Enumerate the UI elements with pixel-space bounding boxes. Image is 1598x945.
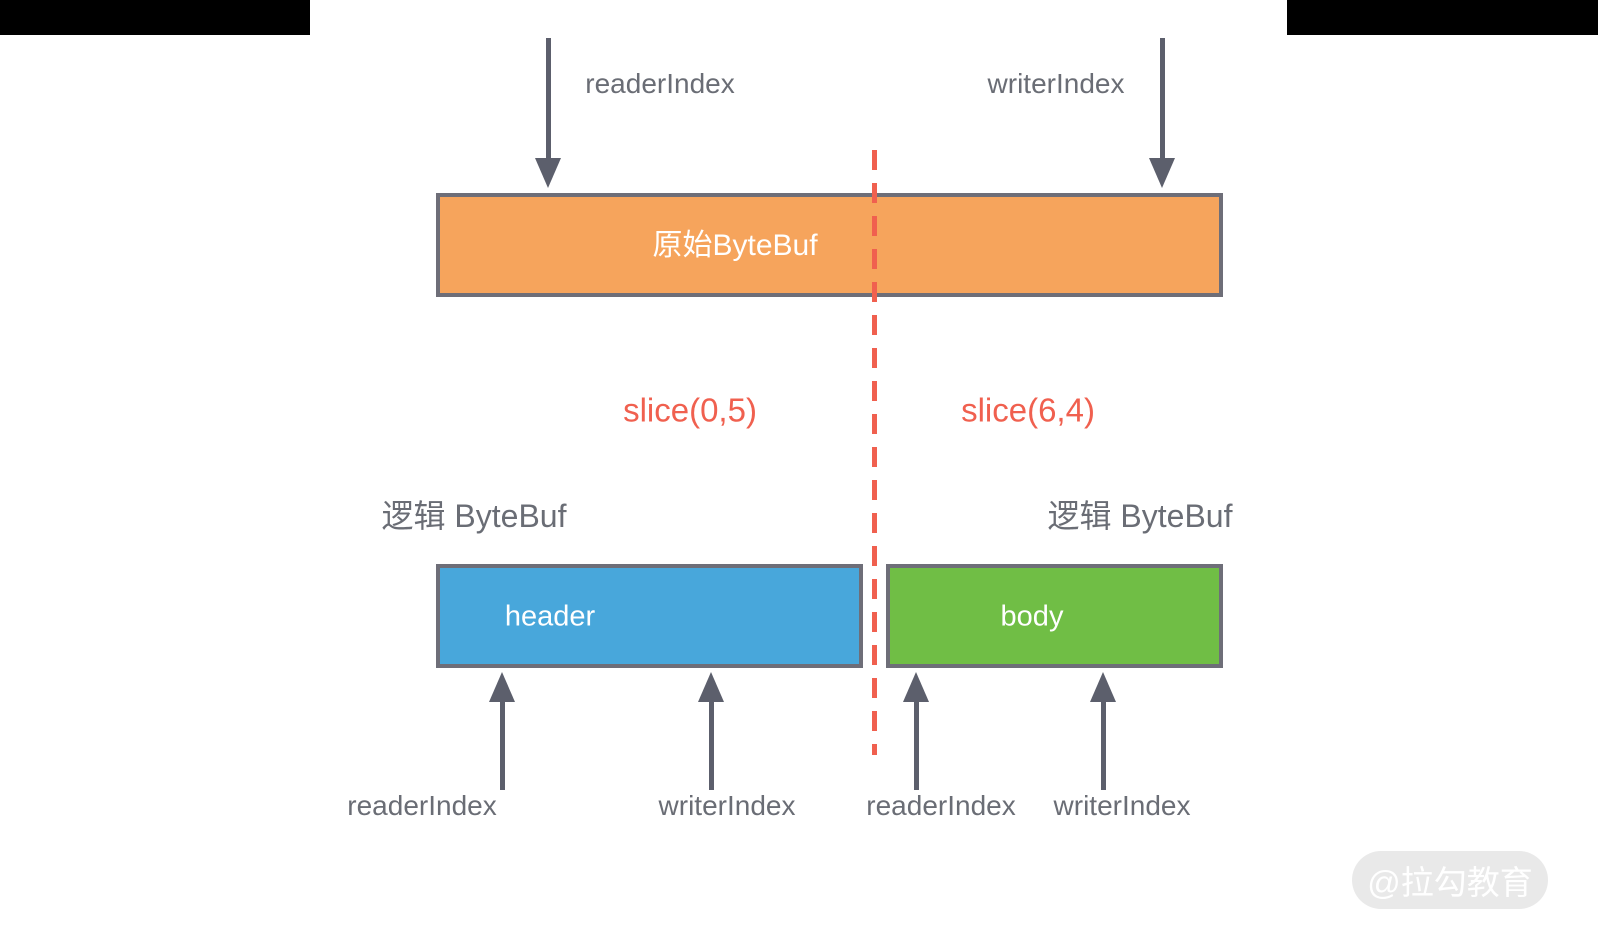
body-writer-index-label: writerIndex: [1053, 790, 1191, 821]
header-slice-label: header: [504, 600, 596, 633]
logical-bytebuf-right-title: 逻辑 ByteBuf: [1047, 498, 1233, 534]
arrow-head-up-icon: [698, 672, 724, 702]
original-bytebuf-label: 原始ByteBuf: [652, 229, 818, 262]
arrow-shaft: [546, 38, 551, 160]
body-slice-box: [886, 564, 1223, 668]
arrow-head-up-icon: [903, 672, 929, 702]
arrow-shaft: [914, 700, 919, 790]
original-writer-index-label: writerIndex: [987, 68, 1125, 99]
arrow-shaft: [1101, 700, 1106, 790]
watermark-badge: @拉勾教育: [1352, 851, 1548, 909]
arrow-shaft: [1160, 38, 1165, 160]
arrow-shaft: [500, 700, 505, 790]
arrow-shaft: [709, 700, 714, 790]
top-left-black-bar: [0, 0, 310, 35]
header-writer-index-label: writerIndex: [658, 790, 796, 821]
logical-bytebuf-left-title: 逻辑 ByteBuf: [381, 498, 567, 534]
body-slice-label: body: [1000, 600, 1064, 633]
slice-right-label: slice(6,4): [961, 391, 1095, 429]
header-reader-index-label: readerIndex: [347, 790, 497, 821]
arrow-head-down-icon: [1149, 158, 1175, 188]
header-slice-box: [436, 564, 863, 668]
original-reader-index-label: readerIndex: [585, 68, 735, 99]
watermark-text: @拉勾教育: [1367, 864, 1533, 901]
slice-split-dashed-line: [872, 150, 877, 755]
arrow-head-up-icon: [1090, 672, 1116, 702]
arrow-head-up-icon: [489, 672, 515, 702]
top-right-black-bar: [1287, 0, 1598, 35]
slice-left-label: slice(0,5): [623, 391, 757, 429]
arrow-head-down-icon: [535, 158, 561, 188]
body-reader-index-label: readerIndex: [866, 790, 1016, 821]
original-bytebuf-box: [436, 193, 1223, 297]
